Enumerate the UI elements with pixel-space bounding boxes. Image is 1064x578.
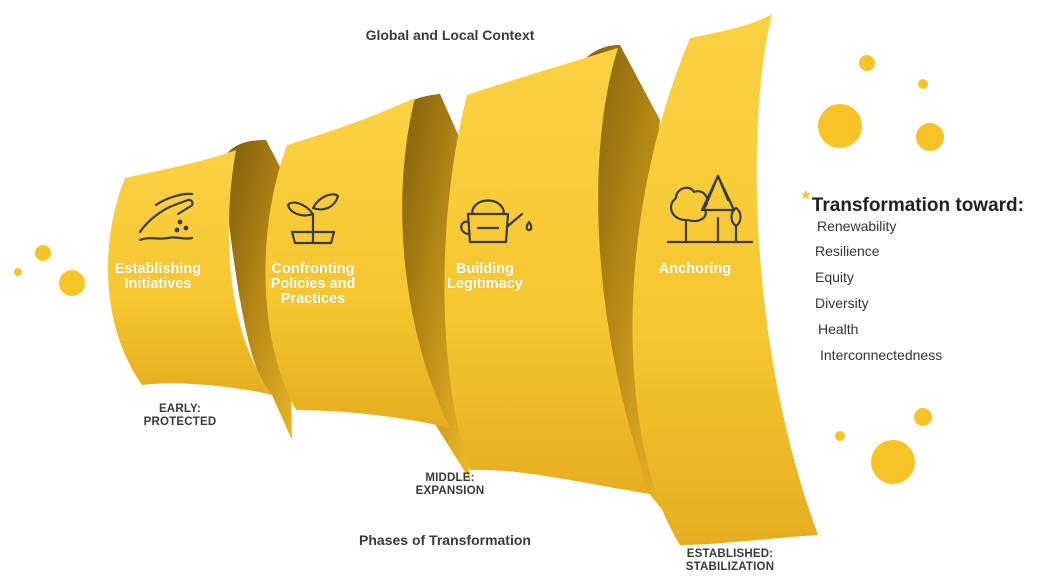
sprout-icon [286,193,340,245]
transformation-item: Diversity [815,295,869,311]
transformation-item: Equity [815,269,854,285]
transformation-item: Interconnectedness [820,347,943,363]
phase-name-building: Building Legitimacy [447,261,523,293]
transformation-item: Health [818,321,859,337]
watering-can-icon [460,199,533,244]
stage-early-label: EARLY: PROTECTED [143,403,217,429]
phase-band-4 [632,14,818,545]
phase-band-3 [444,48,650,494]
transformation-item: Resilience [815,243,880,259]
seed-planting-icon [138,192,194,242]
phase-name-confronting: Confronting Policies and Practices [270,261,356,308]
transformation-title-text: Transformation toward: [811,195,1024,216]
trees-icon [666,174,754,244]
transformation-item: Renewability [817,218,897,234]
stage-middle-label: MIDDLE: EXPANSION [415,472,485,498]
phase-name-anchoring: Anchoring [658,261,732,277]
funnel-front-sections [107,14,818,545]
context-label: Global and Local Context [365,27,535,43]
transformation-title: *Transformation toward: [802,188,1024,217]
stage-established-label: ESTABLISHED: STABILIZATION [685,548,775,574]
phase-name-establishing: Establishing Initiatives [114,261,202,293]
phase-band-2 [265,98,450,428]
asterisk-icon: * [802,188,810,210]
decorative-dots-right [818,55,944,484]
phase-band-1 [107,150,272,395]
phases-label: Phases of Transformation [359,532,531,548]
decorative-dots-left [14,245,85,296]
